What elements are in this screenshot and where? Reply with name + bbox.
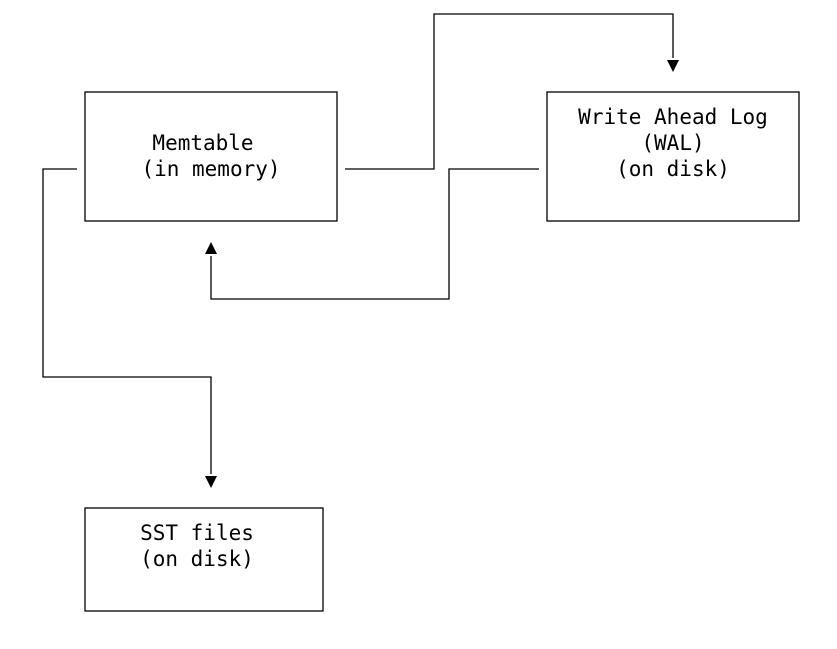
wal-location: (on disk) bbox=[616, 157, 730, 181]
edge-memtable-to-sst bbox=[42, 168, 217, 488]
edge-memtable-to-wal-line bbox=[345, 13, 674, 170]
memtable-box bbox=[84, 91, 338, 222]
wal-title: Write Ahead Log bbox=[578, 105, 768, 129]
sst-title: SST files bbox=[140, 521, 254, 545]
memtable-node: Memtable (in memory) bbox=[84, 91, 338, 222]
edge-wal-to-memtable bbox=[205, 168, 539, 300]
arrow-up-icon bbox=[205, 242, 217, 254]
arrow-down-icon bbox=[667, 60, 679, 72]
memtable-subtitle: (in memory) bbox=[141, 157, 280, 181]
arrow-down-icon bbox=[205, 476, 217, 488]
memtable-title: Memtable bbox=[152, 131, 253, 155]
sst-node: SST files (on disk) bbox=[84, 507, 324, 612]
edge-wal-to-memtable-line bbox=[210, 168, 539, 300]
sst-box bbox=[84, 507, 324, 612]
sst-location: (on disk) bbox=[140, 547, 254, 571]
wal-abbreviation: (WAL) bbox=[641, 131, 704, 155]
wal-box bbox=[546, 91, 800, 222]
edge-memtable-to-sst-line bbox=[42, 168, 212, 474]
wal-node: Write Ahead Log (WAL) (on disk) bbox=[546, 91, 800, 222]
edge-memtable-to-wal bbox=[345, 13, 679, 170]
